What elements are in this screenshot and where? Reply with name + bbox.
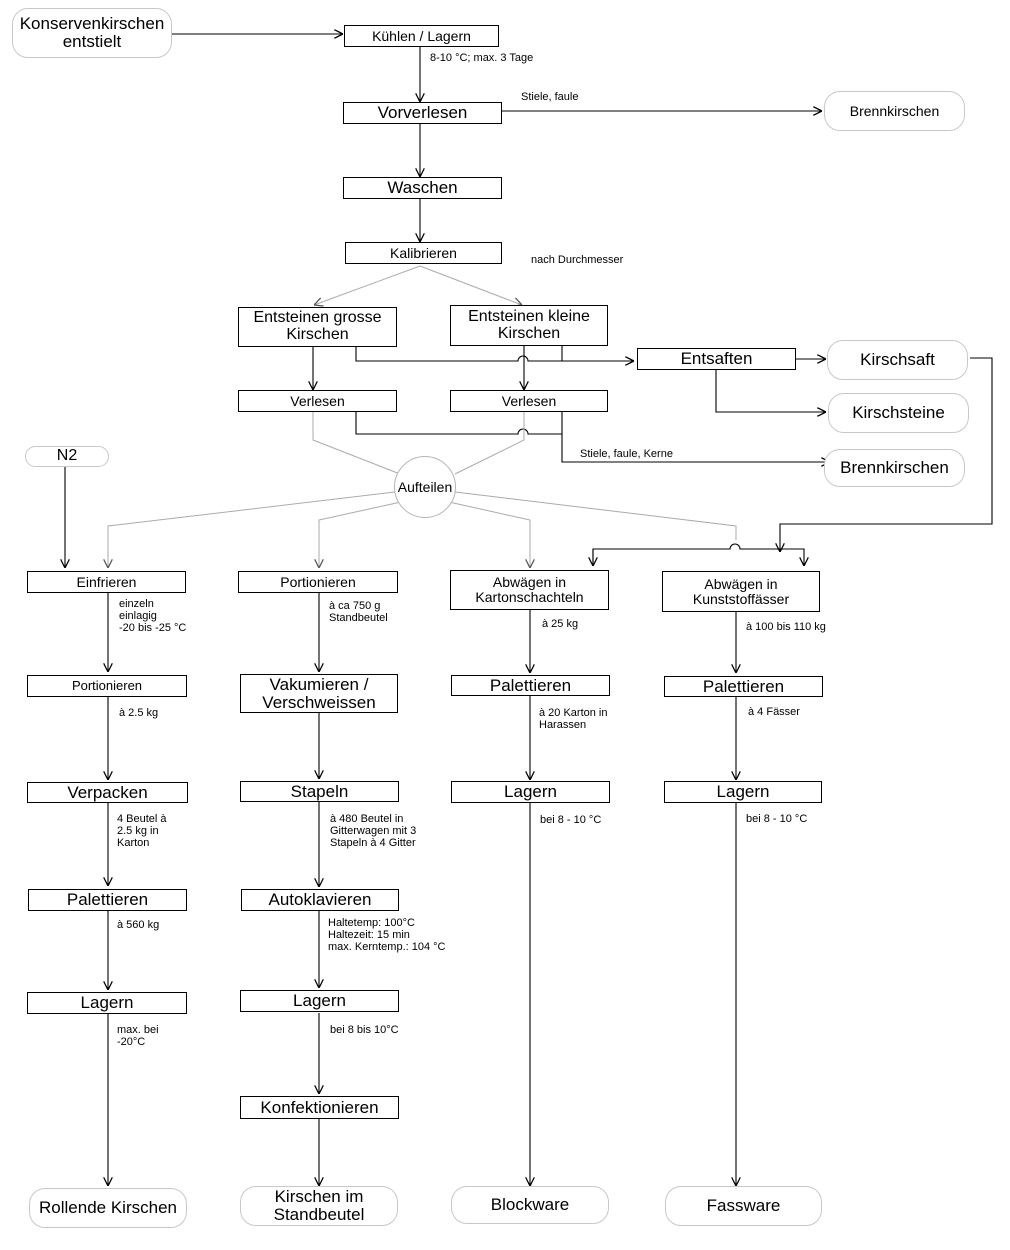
abwaegen-karton-step: Abwägen in Kartonschachteln: [450, 570, 609, 610]
line-verlesen-collect: [355, 412, 562, 435]
entsteinen-gross-step: Entsteinen grosse Kirschen: [238, 307, 397, 347]
arrow-kirschsaft-to-kunststoff: [780, 357, 993, 552]
line-aufteilen-to-kunststoff: [454, 491, 737, 540]
portionieren-2-note: à ca 750 g Standbeutel: [329, 600, 388, 624]
rollende-kirschen-terminal: Rollende Kirschen: [29, 1188, 187, 1228]
entsteinen-klein-step: Entsteinen kleine Kirschen: [450, 305, 608, 346]
arrow-verlesen-to-brennkirschen: [561, 412, 830, 462]
palettieren-step-3: Palettieren: [664, 676, 823, 697]
palettieren-2-note: à 20 Karton in Harassen: [539, 707, 608, 731]
n2-terminal: N2: [25, 446, 109, 467]
einfrieren-note: einzeln einlagig -20 bis -25 °C: [119, 598, 187, 634]
palettieren-1-note: à 560 kg: [117, 919, 160, 931]
autoklavieren-step: Autoklavieren: [241, 889, 399, 911]
line-split-kunststoff: [592, 543, 804, 566]
arrow-entsaften-to-kirschsteine: [715, 370, 826, 412]
kuehlen-lagern-step: Kühlen / Lagern: [344, 25, 499, 47]
konfektionieren-step: Konfektionieren: [240, 1096, 399, 1119]
abwaegen-karton-note: à 25 kg: [542, 618, 579, 630]
arrow-aufteilen-to-karton: [439, 499, 530, 568]
blockware-terminal: Blockware: [451, 1186, 609, 1224]
abwaegen-kunststoff-note: à 100 bis 110 kg: [746, 621, 826, 633]
arrow-kalibrieren-to-klein: [419, 265, 522, 305]
verlesen-step-2: Verlesen: [450, 390, 608, 412]
portionieren-step-1: Portionieren: [27, 675, 187, 697]
line-verlesen2-to-aufteilen: [454, 412, 525, 475]
portionieren-1-note: à 2.5 kg: [119, 707, 159, 719]
palettieren-step-2: Palettieren: [451, 675, 610, 696]
stapeln-step: Stapeln: [240, 781, 399, 802]
abwaegen-kunststoff-step: Abwägen in Kunststoffässer: [662, 571, 820, 612]
arrow-kalibrieren-to-gross: [314, 265, 421, 305]
stapeln-note: à 480 Beutel in Gitterwagen mit 3 Stapel…: [330, 813, 417, 849]
fassware-terminal: Fassware: [665, 1186, 822, 1226]
kirschsteine-terminal: Kirschsteine: [828, 393, 969, 433]
arrow-entsteinen-to-entsaften: [355, 347, 634, 361]
portionieren-step-2: Portionieren: [238, 571, 398, 593]
aufteilen-node: Aufteilen: [394, 456, 456, 518]
lagern-2-note: bei 8 bis 10°C: [330, 1024, 399, 1036]
lagern-1-note: max. bei -20°C: [117, 1024, 159, 1048]
verpacken-step: Verpacken: [27, 782, 188, 803]
vorverlesen-note: Stiele, faule: [521, 91, 579, 103]
lagern-step-2: Lagern: [240, 990, 399, 1012]
kirschsaft-terminal: Kirschsaft: [827, 340, 968, 380]
kalibrieren-step: Kalibrieren: [345, 242, 502, 264]
palettieren-step-1: Palettieren: [28, 889, 187, 911]
lagern-step-1: Lagern: [27, 992, 187, 1014]
vakumieren-step: Vakumieren / Verschweissen: [240, 674, 398, 713]
einfrieren-step: Einfrieren: [27, 571, 186, 593]
verpacken-note: 4 Beutel à 2.5 kg in Karton: [117, 813, 167, 849]
lagern-step-3: Lagern: [451, 781, 610, 803]
autoklavieren-note: Haltetemp: 100°C Haltezeit: 15 min max. …: [328, 917, 446, 953]
kuehlen-note: 8-10 °C; max. 3 Tage: [430, 52, 534, 64]
start-terminal: Konservenkirschen entstielt: [12, 8, 172, 58]
verlesen-note: Stiele, faule, Kerne: [580, 448, 673, 460]
palettieren-3-note: à 4 Fässer: [748, 706, 800, 718]
arrow-aufteilen-to-portionieren: [319, 499, 411, 568]
line-verlesen1-to-aufteilen: [312, 412, 401, 475]
arrow-aufteilen-to-einfrieren: [108, 491, 396, 568]
brennkirschen-terminal-1: Brennkirschen: [824, 91, 965, 131]
entsaften-step: Entsaften: [637, 348, 796, 370]
kirschen-im-standbeutel-terminal: Kirschen im Standbeutel: [240, 1186, 398, 1226]
brennkirschen-terminal-2: Brennkirschen: [824, 449, 965, 487]
lagern-4-note: bei 8 - 10 °C: [746, 813, 808, 825]
lagern-step-4: Lagern: [664, 781, 822, 803]
waschen-step: Waschen: [343, 177, 502, 199]
vorverlesen-step: Vorverlesen: [343, 102, 502, 124]
verlesen-step-1: Verlesen: [238, 390, 397, 412]
kalibrieren-note: nach Durchmesser: [531, 254, 624, 266]
lagern-3-note: bei 8 - 10 °C: [540, 814, 602, 826]
